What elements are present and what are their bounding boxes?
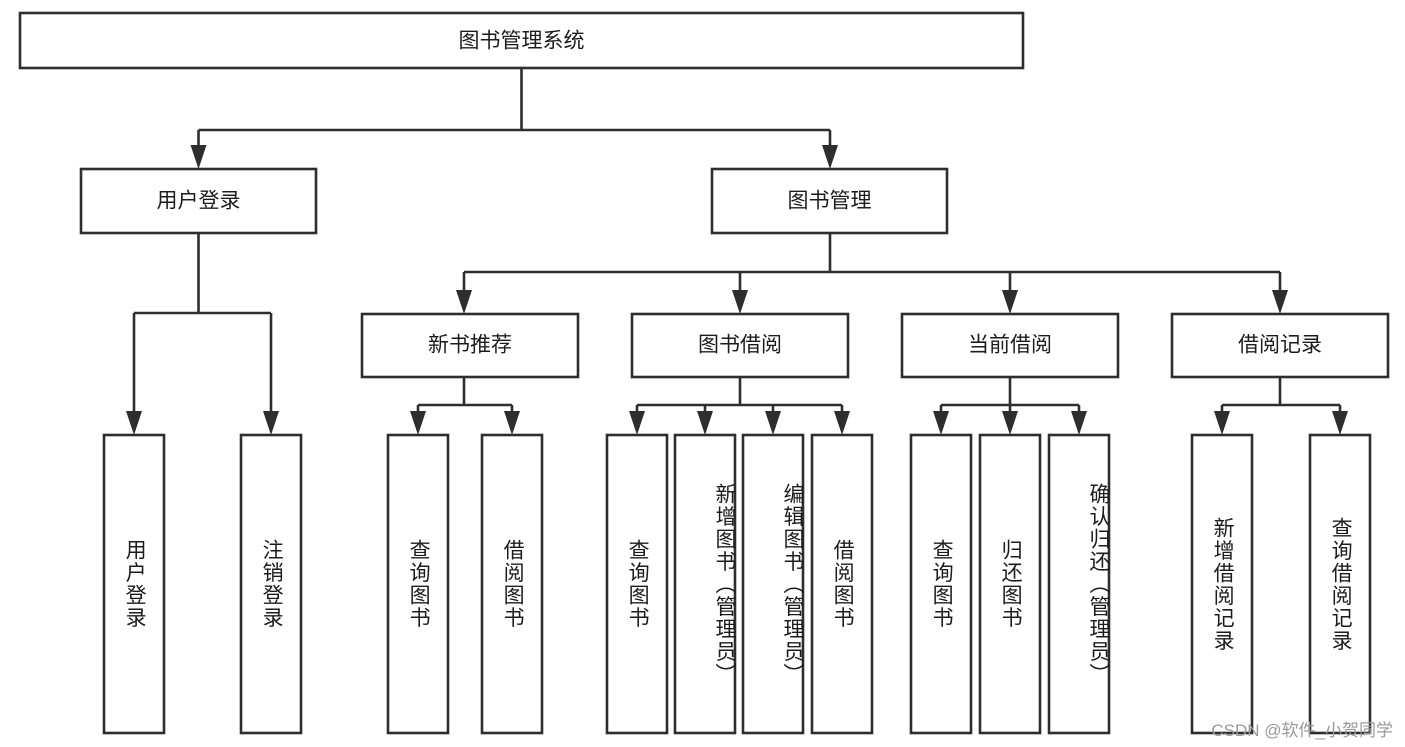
arrow-to-leaf-query-record (1332, 411, 1348, 435)
connector-group-new-book-recommend (410, 377, 520, 435)
arrow-to-borrow-record (1272, 290, 1288, 314)
node-leaf-logout-box[interactable] (239, 433, 303, 735)
node-book-borrow-label: 图书借阅 (698, 334, 782, 357)
connector-group-borrow-record (1214, 377, 1348, 435)
arrow-to-leaf-query-book-3 (933, 411, 949, 435)
node-current-borrow-label: 当前借阅 (968, 334, 1052, 357)
node-leaf-borrow-book-1-box[interactable] (480, 433, 544, 735)
arrow-to-leaf-query-book-2 (629, 411, 645, 435)
node-root-label: 图书管理系统 (459, 30, 585, 53)
node-user-login[interactable]: 用户登录 (79, 167, 318, 235)
node-leaf-edit-book-box[interactable] (741, 433, 805, 735)
connector-group-root (190, 68, 838, 169)
node-new-book-recommend[interactable]: 新书推荐 (360, 312, 580, 379)
node-book-borrow[interactable]: 图书借阅 (630, 312, 850, 379)
node-new-book-recommend-label: 新书推荐 (428, 334, 512, 357)
node-user-login-box[interactable] (79, 167, 318, 235)
arrow-to-leaf-add-record (1214, 411, 1230, 435)
arrow-to-leaf-query-book-1 (410, 411, 426, 435)
connector-group-book-management (456, 233, 1288, 314)
node-leaf-return-book-box[interactable] (978, 433, 1042, 735)
node-leaf-query-record-box[interactable] (1308, 433, 1372, 735)
arrow-to-leaf-confirm-return (1071, 411, 1087, 435)
node-current-borrow-box[interactable] (900, 312, 1120, 379)
node-user-login-label: 用户登录 (157, 190, 241, 213)
node-leaf-borrow-book-2-box[interactable] (810, 433, 874, 735)
node-leaf-query-book-2-box[interactable] (605, 433, 669, 735)
node-leaf-user-login-box[interactable] (102, 433, 166, 735)
node-leaf-confirm-return-box[interactable] (1047, 433, 1111, 735)
connector-group-current-borrow (933, 377, 1087, 435)
node-current-borrow[interactable]: 当前借阅 (900, 312, 1120, 379)
node-borrow-record-label: 借阅记录 (1238, 334, 1322, 357)
connector-group-user-login (126, 233, 279, 435)
node-book-management[interactable]: 图书管理 (710, 167, 949, 235)
arrow-to-book-borrow (732, 290, 748, 314)
node-book-borrow-box[interactable] (630, 312, 850, 379)
node-book-management-box[interactable] (710, 167, 949, 235)
arrow-to-leaf-logout (263, 411, 279, 435)
arrow-to-leaf-borrow-book-2 (834, 411, 850, 435)
node-root[interactable]: 图书管理系统 (18, 11, 1025, 70)
arrow-to-book-management (822, 145, 838, 169)
node-leaf-query-book-1-box[interactable] (386, 433, 450, 735)
node-leaf-add-record-box[interactable] (1190, 433, 1254, 735)
arrow-to-leaf-return-book (1002, 411, 1018, 435)
node-new-book-recommend-box[interactable] (360, 312, 580, 379)
node-borrow-record[interactable]: 借阅记录 (1170, 312, 1390, 379)
arrow-to-new-book-recommend (456, 290, 472, 314)
arrow-to-leaf-user-login (126, 411, 142, 435)
node-borrow-record-box[interactable] (1170, 312, 1390, 379)
node-root-box[interactable] (18, 11, 1025, 70)
arrow-to-current-borrow (1002, 290, 1018, 314)
node-leaf-query-book-3-box[interactable] (909, 433, 973, 735)
connector-group-book-borrow (629, 377, 850, 435)
arrow-to-user-login (190, 145, 207, 169)
arrow-to-leaf-edit-book (765, 411, 781, 435)
node-book-management-label: 图书管理 (788, 190, 872, 213)
arrow-to-leaf-add-book (697, 411, 713, 435)
node-leaf-add-book-box[interactable] (673, 433, 737, 735)
arrow-to-leaf-borrow-book-1 (504, 411, 520, 435)
